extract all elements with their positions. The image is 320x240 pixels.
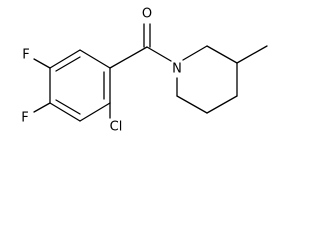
methyl-bond — [236, 45, 268, 64]
ring-double-bond-inner-1 — [55, 56, 81, 72]
bond-ring-to-carbonyl — [109, 46, 148, 69]
ring-bond-n-c2 — [182, 45, 208, 61]
atom-label-chlorine: Cl — [110, 120, 123, 135]
atom-label-fluorine-lower: F — [21, 111, 28, 126]
bond-to-fluorine-lower — [33, 102, 51, 113]
atom-label-fluorine-upper: F — [22, 48, 29, 63]
ring-bond-c4-c5 — [206, 95, 238, 114]
ring-bond-c2-c3 — [206, 45, 238, 64]
benzene-ring — [49, 49, 111, 122]
ring-bond-c2-c3 — [49, 49, 81, 69]
ring-bond-c1-c2 — [79, 49, 111, 69]
atom-label-nitrogen: N — [172, 62, 182, 77]
ring-bond-c5-c6 — [79, 102, 111, 122]
ring-double-bond-inner-2 — [55, 99, 81, 115]
ring-bond-c5-c6 — [176, 95, 208, 114]
bond-to-fluorine-upper — [33, 58, 51, 69]
chemical-structure-diagram: O N F F Cl — [21, 7, 268, 135]
carbonyl-group — [109, 23, 172, 69]
piperidine-ring — [176, 45, 238, 114]
ring-bond-c4-c5 — [49, 102, 81, 122]
atom-label-oxygen: O — [142, 7, 152, 22]
bond-carbonyl-to-nitrogen — [146, 46, 172, 62]
